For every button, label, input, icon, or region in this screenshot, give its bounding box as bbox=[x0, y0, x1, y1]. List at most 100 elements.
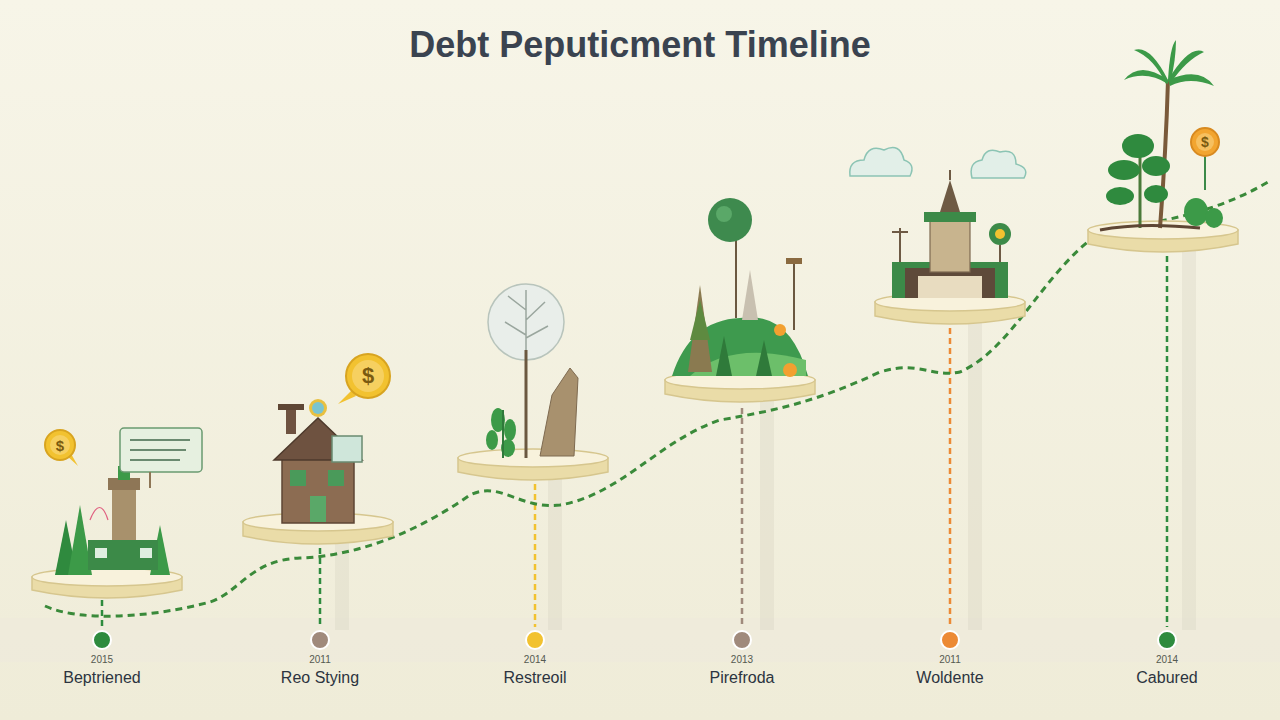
milestone-dot bbox=[733, 631, 751, 649]
forest-illustration-part bbox=[716, 336, 772, 376]
milestone-name: Cabured bbox=[1136, 668, 1197, 688]
palm-illustration-part-part bbox=[1168, 40, 1176, 84]
forest-illustration-part-part bbox=[756, 340, 772, 376]
house-illustration-part bbox=[286, 408, 296, 434]
tree-illustration-part bbox=[505, 290, 548, 350]
trend-line bbox=[45, 182, 1268, 616]
milestone-dot bbox=[91, 629, 113, 651]
leader-lines-part bbox=[319, 548, 322, 627]
milestone-name: Reo Stying bbox=[281, 668, 359, 688]
house-illustration-part bbox=[332, 436, 362, 462]
palm-illustration-part-part bbox=[1205, 208, 1223, 228]
tree-illustration-part bbox=[488, 284, 564, 360]
coin-icon-part bbox=[50, 435, 70, 455]
house-illustration-part bbox=[282, 455, 354, 523]
palm-illustration-part-part bbox=[1142, 156, 1170, 176]
palm-illustration-part-part bbox=[1108, 160, 1140, 180]
forest-illustration-part bbox=[783, 363, 797, 377]
town-illustration-part bbox=[88, 540, 158, 570]
milestone-dot bbox=[1156, 629, 1178, 651]
ground-band bbox=[0, 618, 1280, 662]
monument-illustration-part bbox=[930, 220, 970, 272]
milestone-dot bbox=[1158, 631, 1176, 649]
milestone-dot bbox=[941, 631, 959, 649]
town-illustration bbox=[55, 428, 202, 575]
house-illustration-part bbox=[352, 360, 384, 392]
palm-illustration-part-part bbox=[1144, 185, 1168, 203]
milestone-dot bbox=[526, 631, 544, 649]
palm-illustration-part bbox=[1196, 133, 1214, 151]
coin-symbol: $ bbox=[56, 438, 64, 453]
monument-illustration-part bbox=[995, 229, 1005, 239]
town-illustration-part bbox=[130, 439, 190, 441]
tree-illustration-part bbox=[540, 368, 578, 456]
palm-illustration-part bbox=[1160, 80, 1168, 228]
monument-illustration-part bbox=[989, 223, 1011, 245]
milestone-name: Beptriened bbox=[63, 668, 140, 688]
tree-illustration bbox=[486, 284, 578, 458]
leader-lines bbox=[102, 256, 1167, 627]
coin-symbol: $ bbox=[1201, 135, 1209, 149]
milestone-dot bbox=[311, 631, 329, 649]
town-illustration-part bbox=[130, 459, 180, 461]
drop-columns-part bbox=[760, 400, 774, 630]
milestone-dot bbox=[731, 629, 753, 651]
forest-illustration-part bbox=[716, 206, 732, 222]
forest-illustration-part-part bbox=[716, 336, 732, 376]
milestone-dot bbox=[939, 629, 961, 651]
milestone-year: 2013 bbox=[710, 653, 775, 666]
house-illustration bbox=[274, 354, 390, 523]
cloud-icons bbox=[850, 148, 1026, 178]
forest-illustration-part bbox=[688, 285, 712, 372]
drop-columns-part bbox=[335, 540, 349, 630]
house-illustration-part bbox=[290, 470, 306, 486]
tree-illustration-part-part bbox=[486, 430, 498, 450]
palm-illustration-part bbox=[1100, 225, 1200, 230]
palm-illustration-part-part bbox=[1122, 134, 1154, 158]
forest-illustration-part bbox=[786, 258, 802, 264]
milestone-name: Woldente bbox=[916, 668, 983, 688]
forest-illustration-part bbox=[793, 260, 795, 330]
monument-illustration-part bbox=[918, 276, 982, 298]
tree-illustration-part bbox=[525, 350, 528, 458]
house-illustration-part bbox=[312, 402, 324, 414]
drop-columns bbox=[335, 250, 1196, 630]
milestone-marker: 2011Woldente bbox=[916, 629, 983, 688]
town-illustration-part bbox=[120, 428, 202, 472]
milestone-marker: 2014Restreoil bbox=[503, 629, 566, 688]
town-illustration-part bbox=[90, 508, 108, 521]
monument-illustration-part bbox=[949, 170, 951, 180]
house-illustration-part bbox=[328, 470, 344, 486]
monument-illustration-part bbox=[899, 228, 901, 262]
milestone-marker: 2013Pirefroda bbox=[710, 629, 775, 688]
palm-illustration-part-part bbox=[1106, 187, 1134, 205]
house-illustration-part bbox=[278, 404, 304, 410]
leader-lines-part bbox=[101, 600, 104, 627]
monument-illustration-part bbox=[892, 231, 908, 233]
drop-columns-part bbox=[1182, 250, 1196, 630]
leader-lines-part bbox=[741, 408, 744, 627]
town-illustration-part bbox=[130, 449, 186, 451]
town-illustration-part bbox=[149, 472, 151, 488]
leader-lines-part bbox=[1166, 256, 1169, 627]
palm-illustration-part bbox=[1124, 40, 1214, 86]
monument-illustration bbox=[892, 170, 1011, 298]
milestone-year: 2011 bbox=[916, 653, 983, 666]
milestone-marker: 2011Reo Stying bbox=[281, 629, 359, 688]
milestone-year: 2014 bbox=[503, 653, 566, 666]
tree-illustration-part bbox=[502, 410, 504, 458]
palm-illustration-part bbox=[1139, 150, 1142, 228]
monument-illustration-part bbox=[940, 180, 960, 212]
milestone-name: Restreoil bbox=[503, 668, 566, 688]
milestone-year: 2015 bbox=[63, 653, 140, 666]
platforms-part bbox=[458, 449, 608, 467]
milestone-marker: 2015Beptriened bbox=[63, 629, 140, 688]
palm-illustration-part-part bbox=[1184, 198, 1208, 226]
cloud-icons-part bbox=[850, 148, 912, 176]
coin-icon bbox=[45, 430, 78, 466]
forest-illustration-part bbox=[742, 270, 758, 320]
milestone-name: Pirefroda bbox=[710, 668, 775, 688]
